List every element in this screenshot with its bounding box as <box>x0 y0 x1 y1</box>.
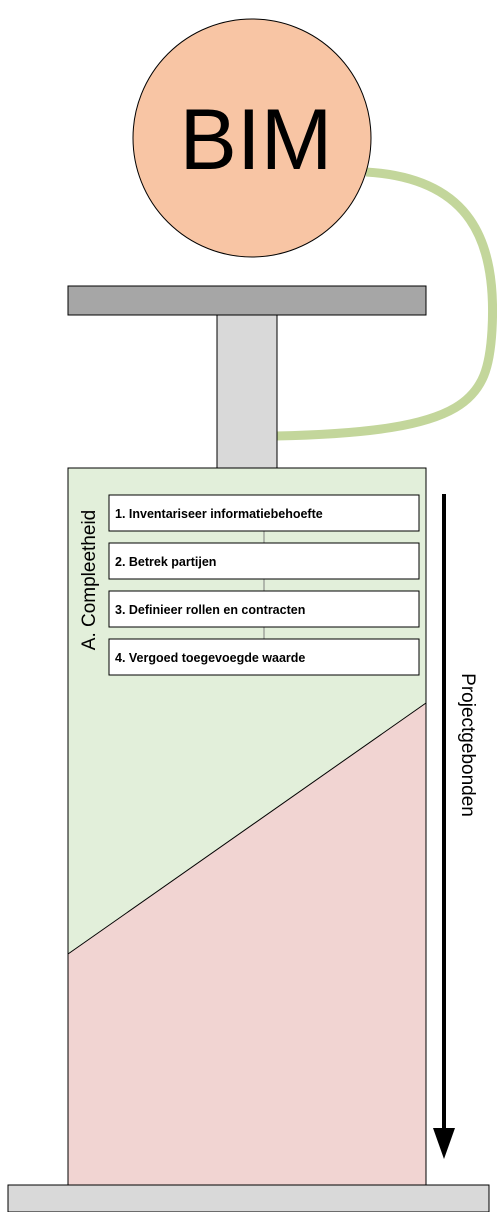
step-label: 2. Betrek partijen <box>115 555 216 569</box>
fill-level-line <box>67 702 427 955</box>
pump-body-lower <box>68 703 426 1185</box>
step-label: 4. Vergoed toegevoegde waarde <box>115 651 305 665</box>
pump-base <box>7 1184 490 1212</box>
bim-bubble <box>132 18 372 258</box>
step-box: 3. Definieer rollen en contracten <box>108 590 420 628</box>
arrow-label: Projectgebonden <box>457 673 478 817</box>
hose <box>275 167 497 441</box>
step-label: 3. Definieer rollen en contracten <box>115 603 305 617</box>
step-box: 2. Betrek partijen <box>108 542 420 580</box>
pump-rod <box>216 314 278 469</box>
step-box: 4. Vergoed toegevoegde waarde <box>108 638 420 676</box>
pump-handle <box>67 285 427 316</box>
progress-arrow-head <box>433 1128 455 1159</box>
step-label: 1. Inventariseer informatiebehoefte <box>115 507 323 521</box>
step-box: 1. Inventariseer informatiebehoefte <box>108 494 420 532</box>
bim-label: BIM <box>180 92 333 188</box>
section-label: A. Compleetheid <box>79 510 100 650</box>
pump-body-upper <box>68 468 426 954</box>
